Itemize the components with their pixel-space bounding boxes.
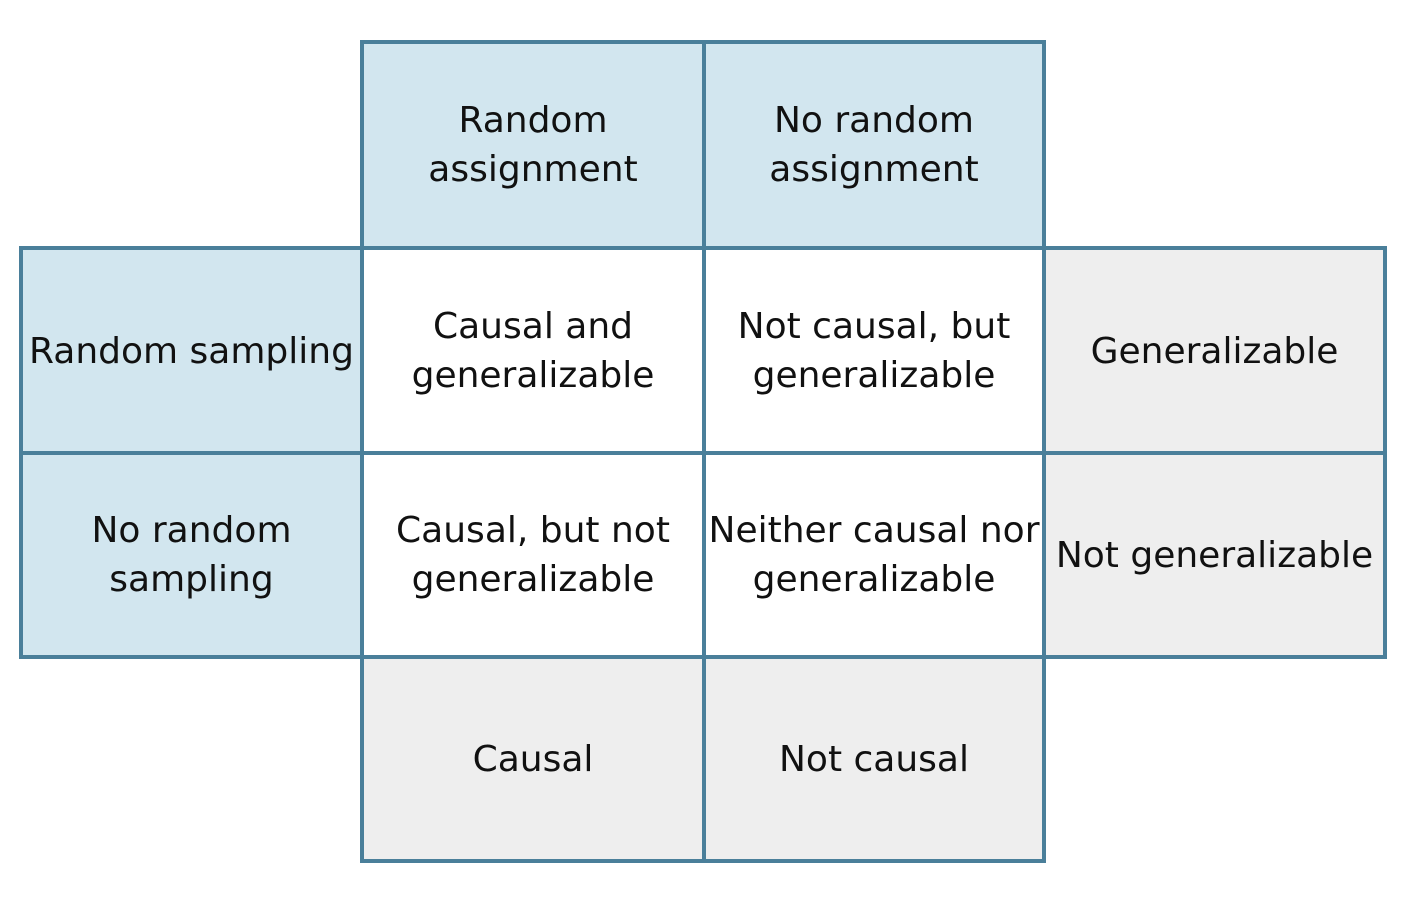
cell-random-sampling-random-assignment: Causal and generalizable bbox=[360, 246, 706, 456]
cell-random-sampling-no-random-assignment: Not causal, but generalizable bbox=[702, 246, 1046, 456]
cell-label: Not causal, but generalizable bbox=[737, 306, 1011, 396]
row-header-label: Random sampling bbox=[29, 330, 354, 372]
row-outcome-not-generalizable: Not generalizable bbox=[1042, 451, 1387, 659]
cell-no-random-sampling-random-assignment: Causal, but not generalizable bbox=[360, 451, 706, 659]
row-header-label: No random sampling bbox=[91, 510, 292, 600]
row-header-no-random-sampling: No random sampling bbox=[19, 451, 364, 659]
column-header-label: No random assignment bbox=[769, 100, 979, 190]
row-outcome-generalizable: Generalizable bbox=[1042, 246, 1387, 456]
cell-label: Causal, but not generalizable bbox=[396, 510, 670, 600]
column-header-no-random-assignment: No random assignment bbox=[702, 40, 1046, 250]
column-outcome-not-causal: Not causal bbox=[702, 655, 1046, 863]
cell-no-random-sampling-no-random-assignment: Neither causal nor generalizable bbox=[702, 451, 1046, 659]
column-outcome-causal: Causal bbox=[360, 655, 706, 863]
cell-label: Neither causal nor generalizable bbox=[708, 510, 1040, 600]
row-header-random-sampling: Random sampling bbox=[19, 246, 364, 456]
column-header-label: Random assignment bbox=[428, 100, 638, 190]
column-header-random-assignment: Random assignment bbox=[360, 40, 706, 250]
cell-label: Causal and generalizable bbox=[411, 306, 655, 396]
